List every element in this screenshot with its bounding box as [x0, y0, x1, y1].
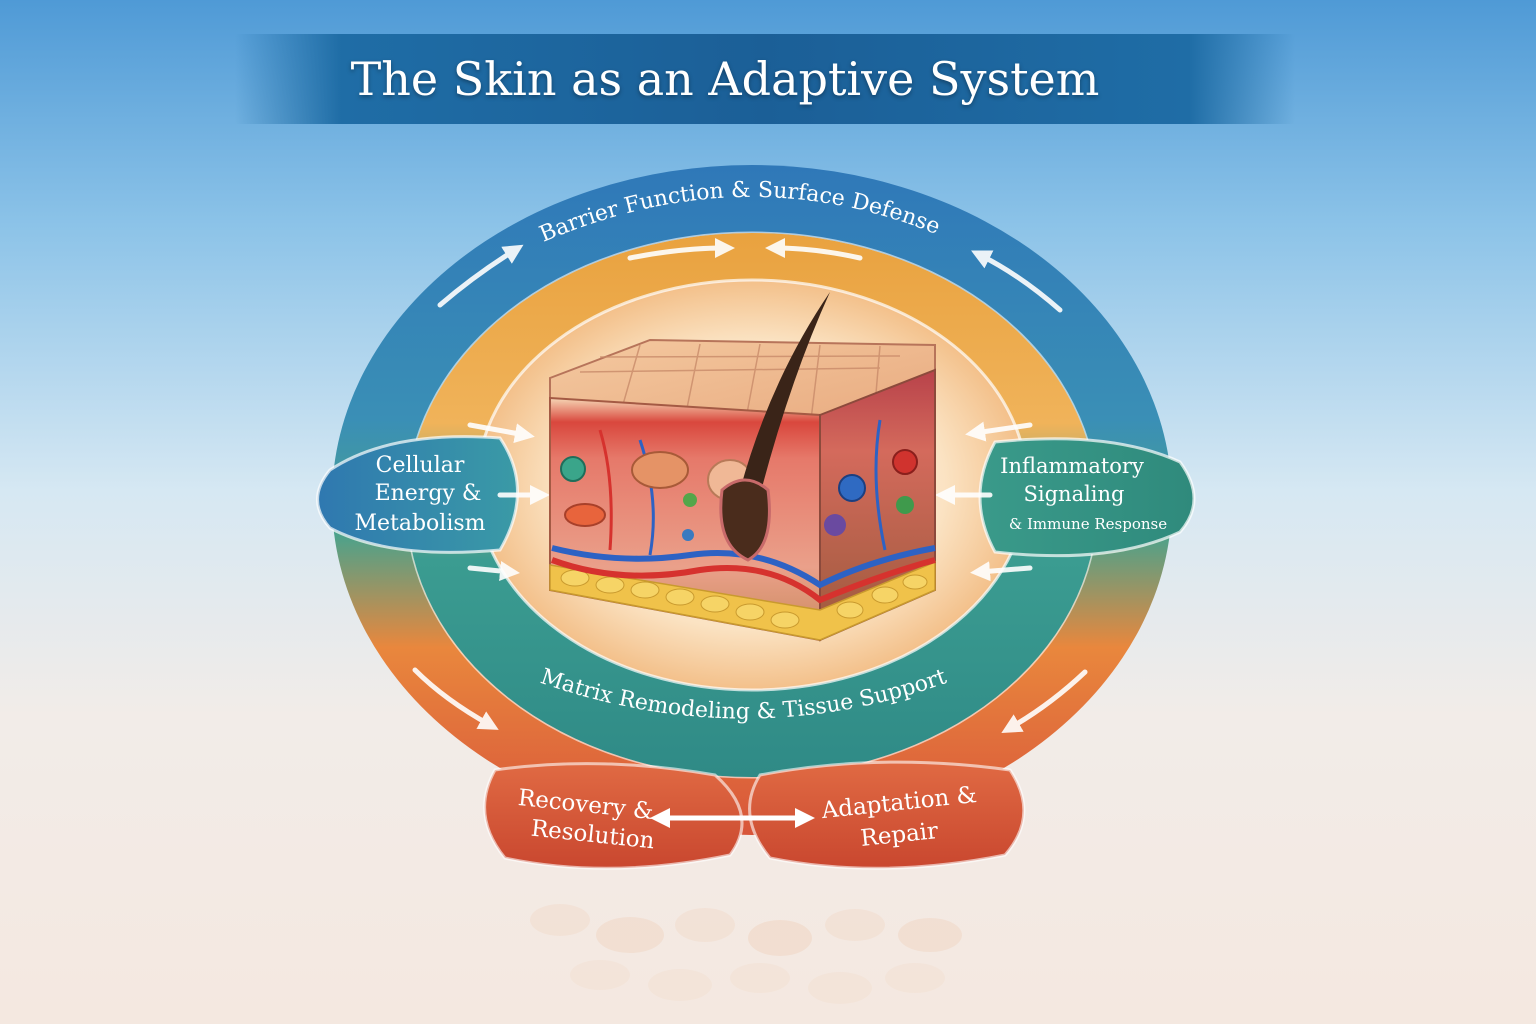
cell-purple: [824, 514, 846, 536]
gland-left: [631, 451, 689, 489]
node-cellular-energy-line-1: Cellular: [376, 453, 465, 478]
arrow-top-center-left: [627, 238, 735, 261]
cell-green: [560, 456, 586, 482]
node-inflammatory-line-1: Inflammatory: [1000, 454, 1144, 478]
title-banner: [235, 34, 1295, 124]
cell-orange-cluster: [564, 503, 606, 527]
cell-small-blue: [682, 529, 694, 541]
skin-cross-section: [549, 292, 936, 642]
cell-red: [892, 449, 918, 475]
arrow-right-upper: [965, 421, 1033, 442]
hair-follicle: [719, 478, 771, 562]
node-cellular-energy-line-3: Metabolism: [354, 511, 485, 536]
arrow-top-center-right: [765, 238, 863, 261]
hair-shaft: [740, 292, 830, 495]
fat-layer: [549, 560, 936, 641]
cell-blue: [838, 474, 866, 502]
node-cellular-energy-line-2: Energy &: [375, 481, 482, 506]
blood-vessel-red: [550, 557, 936, 604]
node-recovery-resolution: Recovery & Resolution: [483, 762, 744, 870]
cell-small-green: [683, 493, 697, 507]
arrow-left-upper: [467, 422, 535, 444]
node-inflammatory-signaling: Inflammatory Signaling & Immune Response: [978, 437, 1196, 558]
node-inflammatory-line-2: Signaling: [1024, 482, 1125, 506]
arrow-bottom-right: [1001, 669, 1088, 733]
node-adaptation-repair: Adaptation & Repair: [748, 760, 1026, 870]
arrow-right-lower: [970, 561, 1033, 582]
flow-arrows: [412, 238, 1088, 733]
background-cells: [530, 904, 962, 1004]
cell-green-right: [896, 496, 914, 514]
node-inflammatory-line-3: & Immune Response: [1009, 515, 1167, 533]
page-title: The Skin as an Adaptive System: [350, 52, 1100, 106]
arrow-left-lower: [467, 561, 520, 581]
arrow-bottom-left: [412, 667, 499, 730]
node-cellular-energy: Cellular Energy & Metabolism: [316, 435, 519, 554]
arrow-top-right: [971, 250, 1063, 313]
blood-vessel-blue: [551, 545, 936, 589]
arrow-top-left: [437, 244, 524, 308]
